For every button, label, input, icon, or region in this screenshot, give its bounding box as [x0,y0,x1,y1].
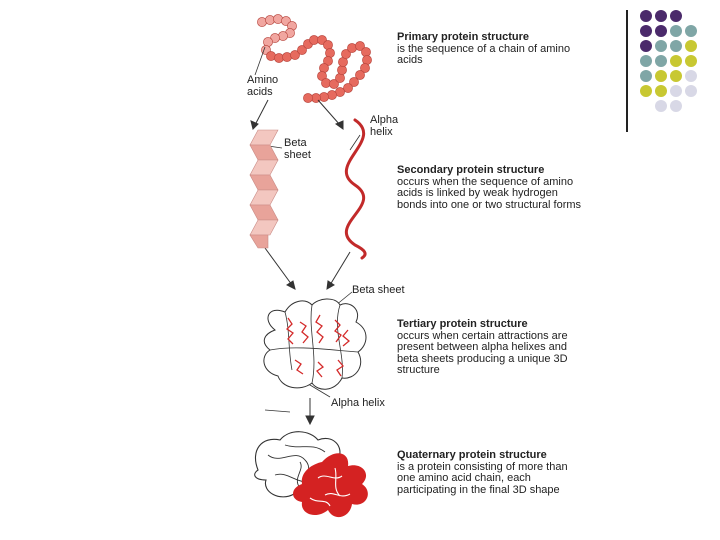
tertiary-title: Tertiary protein structure [397,319,587,331]
arrow-head [327,281,334,289]
alpha-label: Alpha [370,114,398,126]
secondary-body: occurs when the sequence of amino acids … [397,177,587,212]
beta-sheet-ribbon [250,130,278,248]
primary-body: is the sequence of a chain of amino acid… [397,44,587,67]
alpha-helix-strand [346,120,365,258]
quaternary-body: is a protein consisting of more than one… [397,462,587,497]
arrow-to-alpha-helix [318,100,340,125]
amino-acid-bead [323,40,332,49]
tertiary-fold [264,299,366,389]
secondary-description: Secondary protein structure occurs when … [397,165,587,211]
alpha-helix-label: Alpha helix [331,397,385,409]
amino-acid-bead [282,52,291,61]
amino-acid-bead [278,31,287,40]
quaternary-complex [255,432,368,517]
amino-acid-bead [362,55,371,64]
amino-acid-bead [257,17,266,26]
amino-acid-bead [319,63,328,72]
tertiary-description: Tertiary protein structure occurs when c… [397,319,587,377]
amino-acid-bead [327,90,336,99]
amino-acid-bead [303,93,312,102]
arrow-to-beta-sheet [255,100,268,125]
primary-title: Primary protein structure [397,32,587,44]
beta-sheet-label: Beta sheet [352,284,405,296]
quaternary-description: Quaternary protein structure is a protei… [397,450,587,496]
arrow-head [287,281,295,289]
arrow-head [306,416,314,424]
amino-acid-bead [266,51,275,60]
tertiary-body: occurs when certain attractions are pres… [397,331,587,377]
quaternary-title: Quaternary protein structure [397,450,587,462]
acids-label: acids [247,86,273,98]
amino-label: Amino [247,74,278,86]
amino-acid-chain [257,14,371,102]
amino-acid-bead [335,73,344,82]
pointer-alpha-helix [265,410,290,412]
primary-description: Primary protein structure is the sequenc… [397,32,587,67]
amino-acid-bead [347,43,356,52]
arrow-alpha-to-tertiary [330,252,350,285]
amino-acid-bead [273,14,282,23]
secondary-title: Secondary protein structure [397,165,587,177]
helix-label: helix [370,126,393,138]
amino-acid-bead [263,37,272,46]
pointer-amino-acids [255,47,265,75]
sheet-label: sheet [284,149,311,161]
arrow-beta-to-tertiary [265,248,292,285]
amino-acid-bead [325,48,334,57]
beta-label: Beta [284,137,307,149]
